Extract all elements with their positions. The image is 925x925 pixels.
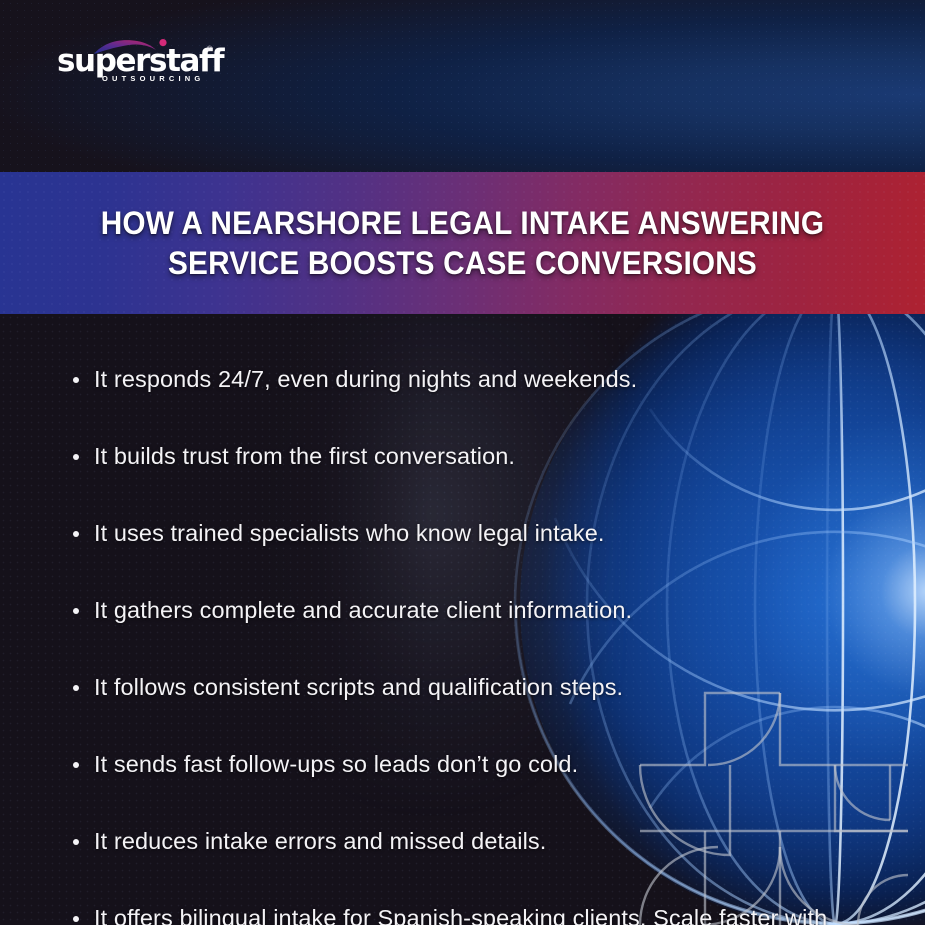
list-item: It reduces intake errors and missed deta… (62, 814, 862, 869)
list-item: It builds trust from the first conversat… (62, 429, 862, 484)
list-item: It follows consistent scripts and qualif… (62, 660, 862, 715)
list-item: It gathers complete and accurate client … (62, 583, 862, 638)
title-banner: How a Nearshore Legal Intake Answering S… (0, 172, 925, 314)
body-dot-texture (0, 314, 925, 925)
list-item: It offers bilingual intake for Spanish-s… (62, 891, 862, 925)
page-title: How a Nearshore Legal Intake Answering S… (100, 205, 825, 281)
banner-dot-texture (0, 172, 925, 314)
geometric-arcs-icon (638, 691, 909, 925)
header-dot-texture (0, 0, 925, 172)
swoosh-icon (94, 39, 167, 54)
list-item: It responds 24/7, even during nights and… (62, 352, 862, 407)
benefits-list: It responds 24/7, even during nights and… (62, 352, 862, 925)
list-item: It uses trained specialists who know leg… (62, 506, 862, 561)
logo-tagline: OUTSOURCING (102, 74, 205, 83)
superstaff-logo[interactable]: superstaff ® OUTSOURCING (57, 39, 225, 85)
left-dark-overlay (0, 314, 430, 925)
header-bar: superstaff ® OUTSOURCING (0, 0, 925, 172)
registered-mark: ® (207, 46, 213, 53)
logo-wordmark: superstaff (57, 43, 225, 79)
list-item: It sends fast follow-ups so leads don’t … (62, 737, 862, 792)
globe-network-icon (513, 314, 925, 925)
content-area: It responds 24/7, even during nights and… (0, 314, 925, 925)
